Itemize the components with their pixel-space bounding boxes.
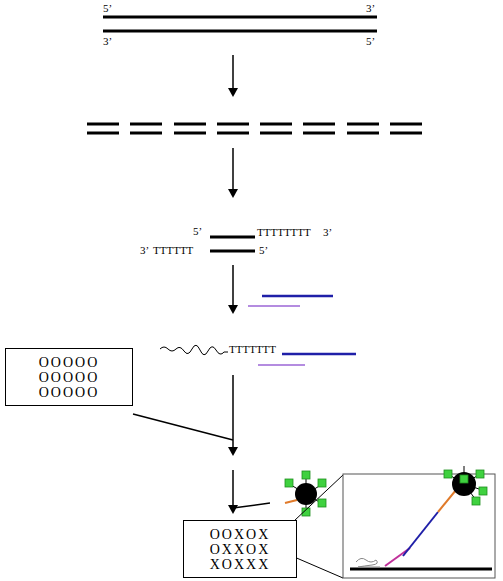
fragment-strand: [210, 236, 255, 239]
zoom-inset: [343, 466, 495, 578]
bead-core: [295, 483, 317, 505]
step-arrow: [232, 148, 234, 190]
sequence-label: TTTTTTTT: [257, 227, 311, 238]
fragment-strand: [210, 250, 255, 253]
grid-cells: OOXOX OXXOX XOXXX: [198, 527, 282, 572]
fragment-strand: [174, 132, 206, 135]
fragment-strand: [87, 123, 119, 126]
arrow-head: [228, 189, 238, 198]
sequence-label: 3’: [103, 36, 112, 47]
fragment-strand: [390, 123, 422, 126]
sequence-label: 3’: [140, 245, 149, 256]
fragment-strand: [260, 123, 292, 126]
fragment-strand: [390, 132, 422, 135]
sequence-label: TTTTTT: [153, 245, 193, 256]
dna-strand: [103, 16, 377, 19]
arrow-head: [228, 447, 238, 456]
fluorophore: [444, 470, 452, 478]
fragment-strand: [303, 132, 335, 135]
fragment-strand: [347, 123, 379, 126]
grid-cells: OOOOO OOOOO OOOOO: [27, 355, 111, 400]
bead-core: [452, 472, 476, 496]
probe-strand: [262, 295, 333, 298]
fluorophore: [302, 471, 310, 479]
linker-strand: [438, 490, 456, 512]
array-surface: [350, 568, 492, 571]
sequence-label: 5’: [366, 36, 375, 47]
fragment-strand: [260, 132, 292, 135]
fragment-strand: [130, 123, 162, 126]
fluorophore: [460, 475, 468, 483]
sequence-label: 3’: [366, 3, 375, 14]
fragment-strand: [87, 132, 119, 135]
fragment-strand: [174, 123, 206, 126]
fragment-strand: [130, 132, 162, 135]
fluorophore: [318, 479, 326, 487]
genomic-tail: [356, 558, 380, 567]
dna-strand: [103, 30, 377, 33]
step-arrow: [232, 55, 234, 89]
merge-line: [133, 414, 233, 440]
arrow-head: [228, 305, 238, 314]
probe-strand: [403, 512, 438, 556]
sequence-label: 5’: [103, 3, 112, 14]
fluorophore: [479, 487, 487, 495]
genomic-tail: [160, 345, 228, 355]
sequence-label: TTTTTTT: [229, 344, 276, 355]
probe-strand: [282, 353, 356, 356]
arrow-head: [228, 505, 238, 514]
sequence-label: 5’: [193, 226, 202, 237]
fragment-strand: [347, 132, 379, 135]
fluorophore: [476, 470, 484, 478]
adapter-strand: [248, 305, 300, 307]
arrow-head: [228, 88, 238, 97]
step-arrow: [232, 265, 234, 306]
fluorophore: [318, 499, 326, 507]
grid-box: OOOOO OOOOO OOOOO: [5, 348, 133, 406]
fragment-strand: [303, 123, 335, 126]
fragment-strand: [217, 123, 249, 126]
grid-box: OOXOX OXXOX XOXXX: [183, 520, 297, 578]
bead: [285, 471, 326, 516]
sequence-label: 3’: [323, 227, 332, 238]
dna-fragments: [87, 124, 422, 133]
fragment-strand: [217, 132, 249, 135]
step-arrow: [232, 470, 234, 506]
adapter-strand: [258, 364, 305, 366]
fluorophore: [472, 497, 480, 505]
step-arrow: [232, 375, 234, 448]
linker-strand: [285, 500, 297, 503]
fluorophore: [285, 479, 293, 487]
sequence-label: 5’: [259, 245, 268, 256]
merge-line: [233, 503, 270, 508]
